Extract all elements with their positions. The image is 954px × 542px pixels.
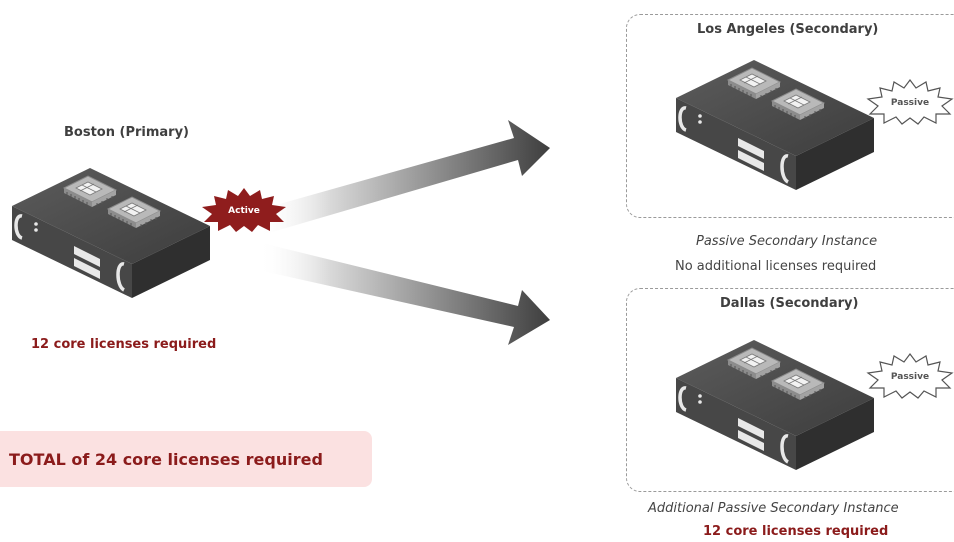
- starburst-badge-icon: Passive: [866, 353, 954, 399]
- secondary-la-title: Los Angeles (Secondary): [697, 22, 879, 37]
- server-icon: [676, 60, 876, 194]
- arrow-icon: [258, 120, 550, 235]
- primary-title: Boston (Primary): [64, 125, 189, 140]
- secondary-la-status: Passive: [891, 98, 929, 108]
- secondary-dallas-status: Passive: [891, 372, 929, 382]
- secondary-la-licenses: No additional licenses required: [675, 259, 877, 274]
- secondary-la-box: [626, 14, 954, 218]
- secondary-la-note: Passive Secondary Instance: [696, 234, 878, 249]
- secondary-dallas-licenses: 12 core licenses required: [703, 524, 889, 539]
- total-licenses: TOTAL of 24 core licenses required: [9, 449, 323, 469]
- secondary-dallas-note: Additional Passive Secondary Instance: [648, 501, 899, 516]
- secondary-dallas-box: [626, 288, 954, 492]
- server-icon: [676, 340, 876, 474]
- primary-status: Active: [228, 206, 260, 216]
- secondary-dallas-title: Dallas (Secondary): [720, 296, 859, 311]
- total-banner: TOTAL of 24 core licenses required: [0, 431, 372, 487]
- starburst-badge-icon: Active: [202, 188, 286, 232]
- starburst-badge-icon: Passive: [866, 79, 954, 125]
- arrow-icon: [258, 243, 550, 345]
- server-icon: [12, 168, 212, 302]
- primary-licenses: 12 core licenses required: [31, 337, 217, 352]
